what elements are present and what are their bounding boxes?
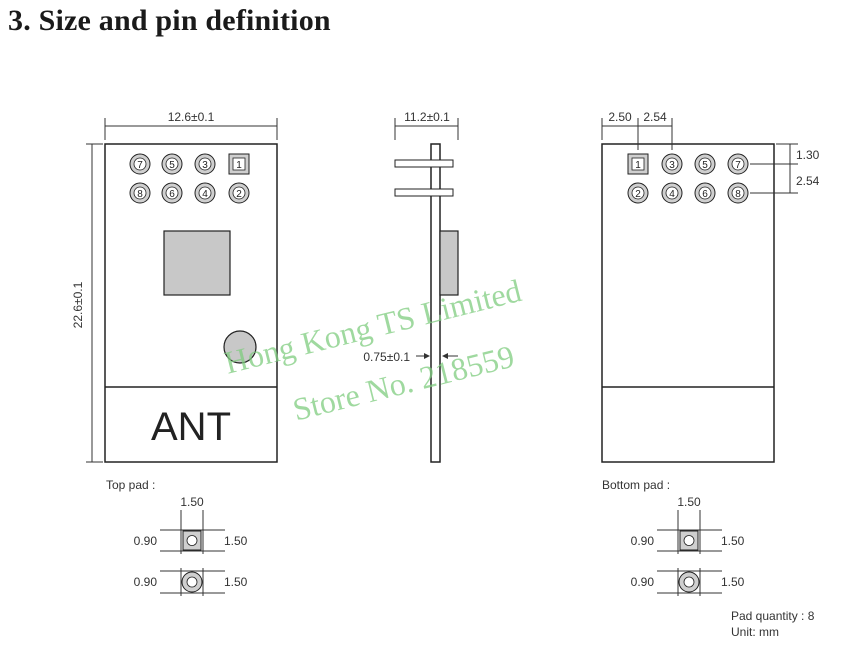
pin-number: 2 [236, 189, 242, 200]
top-pad-square-right: 1.50 [224, 534, 248, 548]
pin-number: 1 [236, 160, 242, 171]
chip [163, 230, 231, 296]
top-pad-detail: Top pad : 1.50 0.90 1.50 0.90 1.50 [106, 478, 248, 596]
pin-number: 4 [669, 189, 675, 200]
front-height-dim: 22.6±0.1 [71, 281, 85, 328]
front-pin: 2 [228, 182, 250, 204]
pin-number: 6 [169, 189, 175, 200]
top-pad-square-left: 0.90 [134, 534, 158, 548]
pin-number: 7 [137, 160, 143, 171]
back-pin: 6 [694, 182, 716, 204]
side-view: 11.2±0.1 0.75±0.1 [363, 110, 459, 463]
front-pin: 7 [129, 153, 151, 175]
back-view: 1 3 5 7 2 4 6 [601, 110, 820, 463]
bottom-pad-detail: Bottom pad : 1.50 0.90 1.50 0.90 1.50 [602, 478, 745, 596]
front-width-dim: 12.6±0.1 [168, 110, 215, 124]
side-width-dim: 11.2±0.1 [404, 110, 450, 124]
top-pad-round-right: 1.50 [224, 575, 248, 589]
pin-number: 2 [635, 189, 641, 200]
bottom-pad-title: Bottom pad : [602, 478, 670, 492]
pin-number: 5 [169, 160, 175, 171]
ant-label: ANT [151, 405, 231, 449]
side-header-pin [394, 188, 454, 197]
pin-number: 4 [202, 189, 208, 200]
back-pin: 4 [661, 182, 683, 204]
bottom-pad-width: 1.50 [677, 495, 701, 509]
front-pin: 8 [129, 182, 151, 204]
front-view: ANT 7 5 3 1 8 [71, 110, 278, 463]
front-pin-square: 1 [228, 153, 250, 175]
pin-number: 8 [735, 189, 741, 200]
side-board-outline [430, 143, 441, 463]
unit-note: Unit: mm [731, 625, 779, 639]
back-row-pitch: 2.54 [796, 174, 820, 188]
side-chip [439, 230, 459, 296]
top-pad-round-left: 0.90 [134, 575, 158, 589]
top-pad-title: Top pad : [106, 478, 155, 492]
section-heading: 3. Size and pin definition [8, 4, 331, 37]
back-pin-square: 1 [627, 153, 649, 175]
back-pin: 7 [727, 153, 749, 175]
front-pin: 4 [194, 182, 216, 204]
top-pad-width: 1.50 [180, 495, 204, 509]
bottom-pad-square-left: 0.90 [631, 534, 655, 548]
crystal [223, 330, 257, 364]
side-thickness-dim: 0.75±0.1 [363, 350, 410, 364]
front-pin: 5 [161, 153, 183, 175]
back-pin: 2 [627, 182, 649, 204]
back-pitch-first: 2.50 [608, 110, 632, 124]
bottom-pad-round-right: 1.50 [721, 575, 745, 589]
pin-number: 3 [669, 160, 675, 171]
bottom-pad-square-right: 1.50 [721, 534, 745, 548]
pin-number: 7 [735, 160, 741, 171]
pad-quantity-note: Pad quantity : 8 [731, 609, 815, 623]
pin-number: 5 [702, 160, 708, 171]
side-header-pin [394, 159, 454, 168]
bottom-pad-round-left: 0.90 [631, 575, 655, 589]
pin-number: 6 [702, 189, 708, 200]
back-pin: 5 [694, 153, 716, 175]
pin-number: 1 [635, 160, 641, 171]
back-pin: 8 [727, 182, 749, 204]
back-pin: 3 [661, 153, 683, 175]
pin-number: 3 [202, 160, 208, 171]
back-top-offset: 1.30 [796, 148, 820, 162]
front-pin: 3 [194, 153, 216, 175]
front-pin: 6 [161, 182, 183, 204]
pin-number: 8 [137, 189, 143, 200]
back-pitch-second: 2.54 [643, 110, 667, 124]
